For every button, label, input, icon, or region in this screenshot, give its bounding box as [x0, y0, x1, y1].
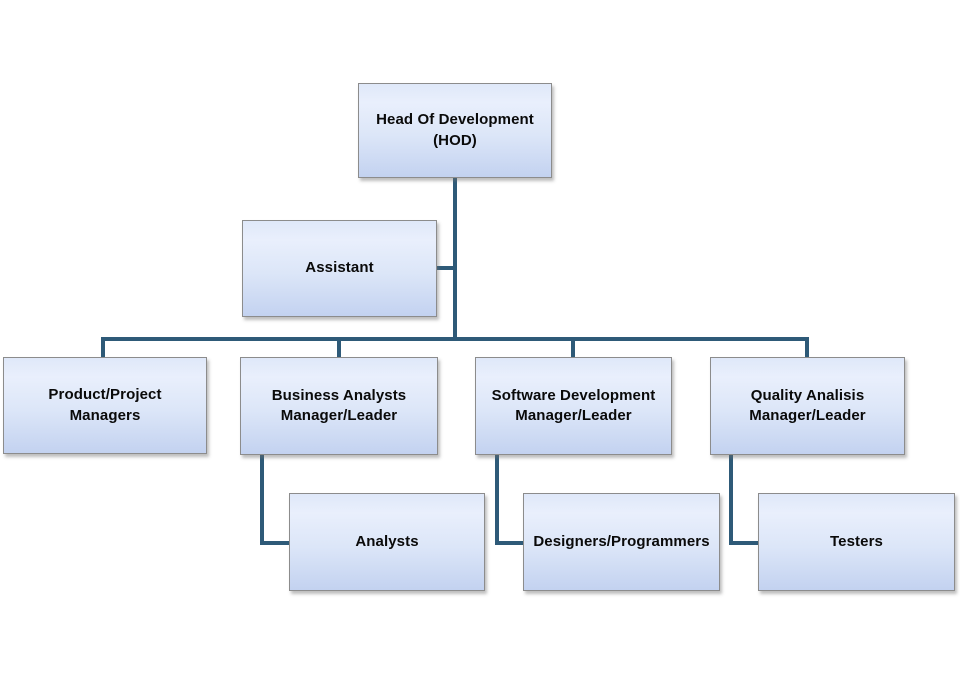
node-analysts: Analysts — [289, 493, 485, 591]
node-assistant: Assistant — [242, 220, 437, 317]
connector-business-down — [260, 455, 264, 545]
node-designers-programmers: Designers/Programmers — [523, 493, 720, 591]
connector-drop-software — [571, 337, 575, 357]
node-business-analysts-manager: Business Analysts Manager/Leader — [240, 357, 438, 455]
node-head-of-development: Head Of Development (HOD) — [358, 83, 552, 178]
connector-designers-elbow — [495, 541, 523, 545]
connector-quality-down — [729, 455, 733, 545]
node-product-project-managers: Product/Project Managers — [3, 357, 207, 454]
connector-drop-business — [337, 337, 341, 357]
connector-horizontal-bus — [101, 337, 809, 341]
connector-hod-trunk — [453, 178, 457, 341]
connector-drop-product — [101, 337, 105, 357]
connector-analysts-elbow — [260, 541, 289, 545]
connector-assistant-tee — [437, 266, 457, 270]
node-quality-analisis-manager: Quality Analisis Manager/Leader — [710, 357, 905, 455]
connector-testers-elbow — [729, 541, 758, 545]
connector-drop-quality — [805, 337, 809, 357]
node-software-development-manager: Software Development Manager/Leader — [475, 357, 672, 455]
node-testers: Testers — [758, 493, 955, 591]
connector-software-down — [495, 455, 499, 545]
